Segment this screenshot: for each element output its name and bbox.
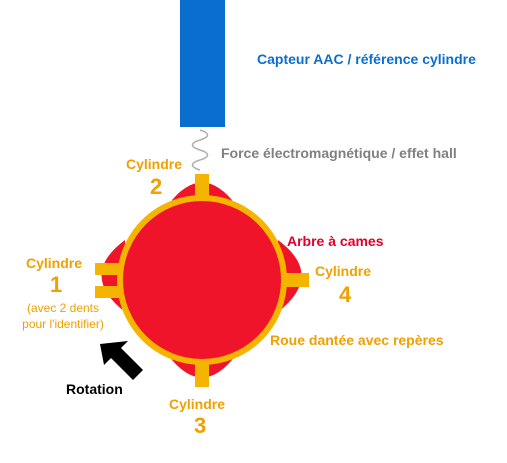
cylinder-4-word: Cylindre	[315, 263, 372, 279]
cylinder-1-note-line2: pour l'identifier)	[22, 317, 104, 331]
rotation-label: Rotation	[66, 381, 123, 397]
tooth-cylinder-1a	[95, 263, 122, 275]
cylinder-4-number: 4	[339, 282, 352, 307]
tooth-cylinder-4	[283, 273, 309, 287]
sensor-label: Capteur AAC / référence cylindre	[257, 51, 476, 67]
toothed-wheel-label: Roue dantée avec repères	[270, 332, 444, 348]
cylinder-3-word: Cylindre	[169, 396, 226, 412]
camshaft-label: Arbre à cames	[287, 233, 384, 249]
wheel-teeth	[95, 174, 309, 387]
tooth-cylinder-2	[195, 174, 209, 199]
cylinder-2-word: Cylindre	[126, 156, 183, 172]
toothed-wheel	[117, 195, 287, 365]
sensor-bar	[180, 0, 225, 127]
rotation-arrow-icon	[100, 341, 143, 380]
tooth-cylinder-3	[195, 361, 209, 387]
tooth-cylinder-1b	[95, 286, 122, 298]
cylinder-1-note-line1: (avec 2 dents	[26, 301, 100, 315]
cylinder-2-number: 2	[150, 174, 163, 199]
magnetic-field-label: Force électromagnétique / effet hall	[221, 145, 457, 161]
magnetic-spring-icon	[191, 129, 209, 171]
cylinder-1-number: 1	[50, 272, 63, 297]
cylinder-1-word: Cylindre	[26, 255, 83, 271]
cylinder-3-number: 3	[194, 413, 207, 438]
